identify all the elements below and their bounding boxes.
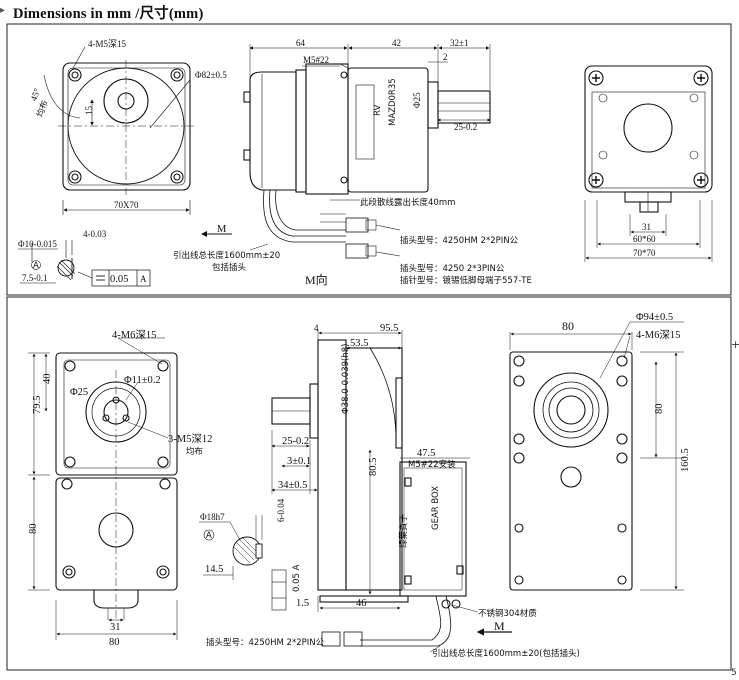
bottom-side-lead-note: 引出线总长度1600mm±20(包括插头): [432, 648, 580, 659]
bottom-front-hole-note: 4-M6深15: [112, 329, 156, 341]
bottom-shaft-depth: 14.5: [205, 564, 223, 575]
title-text: Dimensions in mm /尺寸(mm): [13, 6, 204, 22]
top-front-size: 70X70: [114, 200, 139, 210]
top-side-pin: 插针型号：镀锡低脚母端子557-TE: [400, 275, 532, 286]
bottom-front-shaft-dia: Φ11±0.2: [124, 375, 161, 386]
top-shaft-dia: Φ10-0.015: [18, 239, 57, 249]
top-front-angle-sub: 均布: [34, 99, 50, 119]
top-side-shaft-len: 25-0.2: [454, 122, 477, 132]
bottom-shaft-tol: 0.05 A: [292, 564, 302, 592]
bottom-side-flange-th: 4: [314, 323, 319, 333]
top-side-step: 2: [443, 52, 448, 62]
bottom-front-h-lower: 80: [28, 524, 39, 535]
top-side-lead-note2: 包括插头: [212, 262, 247, 273]
top-side-bore: Φ25: [412, 92, 422, 108]
top-side-screw: M5#22: [303, 55, 329, 65]
top-side-plug2: 插头型号：4250 2*3PIN公: [400, 263, 505, 274]
corner-mark: 5: [731, 668, 737, 678]
top-panel-frame: [6, 23, 732, 296]
top-side-view: [201, 44, 491, 259]
top-front-angle: 45°: [28, 87, 42, 103]
bottom-rear-w-top: 80: [562, 319, 574, 333]
top-rear-dim-small: 31: [642, 222, 651, 232]
bottom-front-h-top: 40: [42, 374, 53, 385]
top-front-pitch: 15: [84, 106, 94, 116]
top-shaft-flat-tol: 0.05: [110, 274, 128, 285]
bottom-side-steel-note: 不锈钢304材质: [478, 608, 537, 619]
bottom-front-w-total: 80: [109, 637, 120, 648]
bottom-side-screw: M5#22安装: [408, 459, 456, 470]
top-front-flange-dia: Φ82±0.5: [195, 70, 227, 80]
top-side-lead-note: 引出线总长度1600mm±20: [173, 250, 280, 261]
bottom-rear-view: [509, 321, 684, 591]
top-shaft-flat-ref: A: [140, 274, 147, 284]
bottom-panel-frame: [6, 296, 732, 671]
bottom-rear-hole-note: 4-M6深15: [636, 329, 680, 341]
top-front-view: [43, 46, 195, 215]
bottom-side-motor-h: 80.5: [368, 458, 379, 476]
bottom-side-view: [271, 330, 512, 653]
bottom-side-shaft-len: 25-0.2: [282, 436, 309, 447]
bottom-side-motor-len: 47.5: [417, 448, 435, 459]
top-rear-dim-mid: 60*60: [633, 234, 656, 244]
bottom-front-h-total: 79.5: [32, 396, 43, 414]
plus-icon[interactable]: +: [731, 338, 739, 351]
top-side-len-motor: 64: [296, 38, 306, 48]
top-side-plug1: 插头型号：4250HM 2*2PIN公: [400, 235, 519, 246]
bottom-front-w-inner: 31: [110, 622, 121, 633]
bottom-side-label-b: GEAR BOX: [431, 486, 441, 530]
bottom-side-shaft-dia: Φ38.0-0.039(h8): [341, 344, 351, 414]
expand-arrow-icon[interactable]: ▸: [0, 5, 6, 16]
bottom-front-screw-sub: 均布: [186, 446, 203, 457]
top-shaft-flat: 4-0.03: [83, 229, 107, 239]
bottom-shaft-dia: Φ18h7: [200, 512, 225, 522]
bottom-shaft-section: [199, 515, 287, 611]
bottom-shaft-key: 6-0.04: [276, 498, 286, 522]
bottom-front-screw-note: 3-M5深12: [168, 433, 212, 445]
bottom-side-shaft-total: 34±0.5: [278, 480, 307, 491]
bottom-side-len-body: 53.5: [350, 338, 368, 349]
top-side-label-2: RV: [373, 105, 383, 116]
bottom-side-gap: 1.5: [296, 598, 309, 609]
top-side-label-1: MAZD0R35: [388, 78, 398, 126]
bottom-side-label-a: 绿葉賓子: [398, 513, 409, 548]
bottom-front-bore: Φ25: [70, 387, 88, 398]
bottom-rear-h-total: 160.5: [680, 448, 691, 472]
bottom-shaft-datum: A: [206, 531, 212, 541]
top-rear-view: [584, 65, 713, 262]
top-shaft-detail: [18, 240, 151, 287]
bottom-side-step: 3±0.1: [287, 456, 311, 467]
bottom-rear-flange-dia: Φ94±0.5: [636, 312, 673, 323]
bottom-side-dir-label: M: [494, 619, 505, 633]
top-side-exposed-note: 此段散线露出长度40mm: [360, 197, 455, 208]
top-side-len-shaft: 32±1: [450, 38, 468, 48]
top-side-dir-label: M: [217, 224, 227, 235]
top-side-view-label: M向: [305, 272, 328, 287]
bottom-side-len-gear: 95.5: [380, 323, 398, 334]
bottom-side-plug: 插头型号：4250HM 2*2PIN公: [206, 637, 325, 648]
top-front-hole-note: 4-M5深15: [88, 39, 126, 49]
bottom-side-base-len: 46: [356, 598, 367, 609]
top-shaft-depth: 7.5-0.1: [22, 273, 48, 283]
bottom-front-view: [28, 337, 178, 640]
bottom-rear-h-mid: 80: [654, 404, 665, 415]
top-rear-dim-big: 70*70: [633, 248, 656, 258]
top-shaft-datum: A: [33, 261, 39, 271]
top-side-len-gear: 42: [392, 38, 401, 48]
